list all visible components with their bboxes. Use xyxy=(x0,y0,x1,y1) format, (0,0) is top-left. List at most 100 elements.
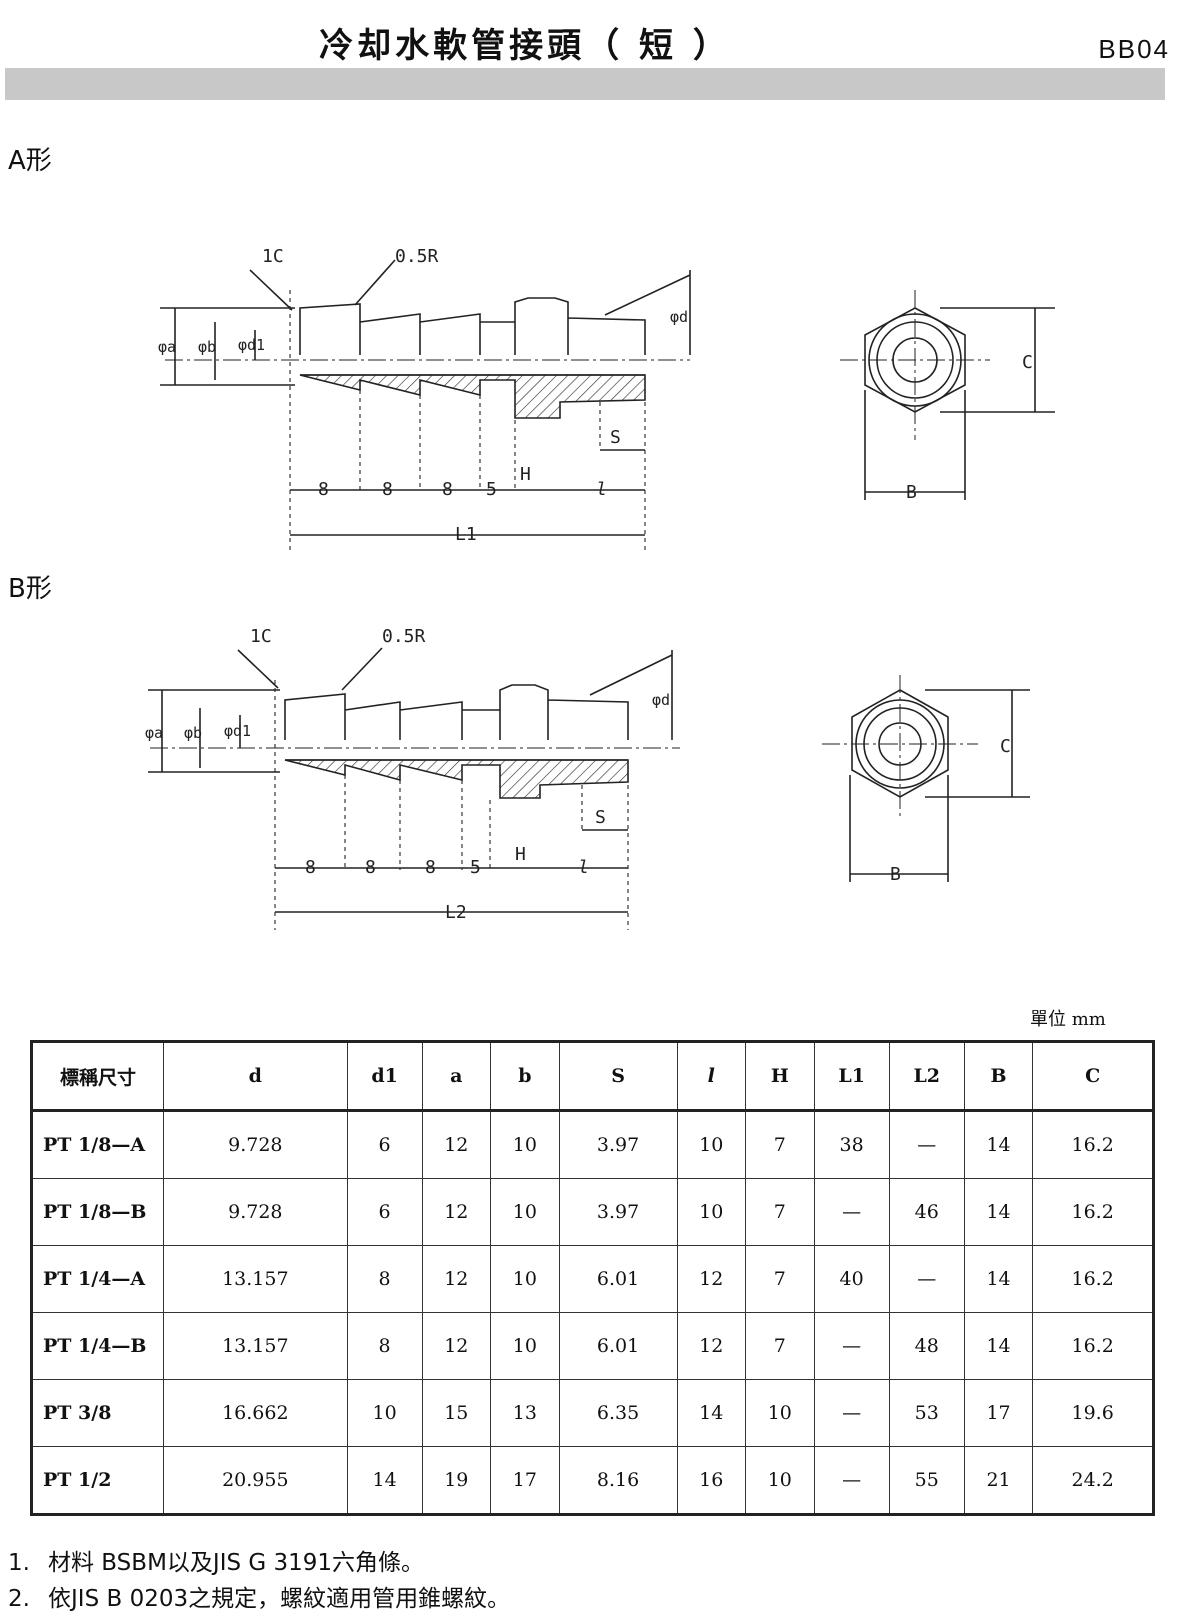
table-cell: 10 xyxy=(745,1446,815,1515)
table-cell: 13.157 xyxy=(163,1312,348,1380)
label-hex-width: B xyxy=(890,864,901,885)
note-text: 材料 BSBM以及JIS G 3191六角條。 xyxy=(48,1550,425,1576)
table-cell: 21 xyxy=(963,1446,1034,1515)
note-item: 1. 材料 BSBM以及JIS G 3191六角條。 xyxy=(8,1545,510,1581)
note-text: 依JIS B 0203之規定，螺紋適用管用錐螺紋。 xyxy=(48,1586,511,1612)
label-dia-b: φb xyxy=(198,338,216,356)
table-cell: 7 xyxy=(745,1312,815,1380)
table-cell: 10 xyxy=(676,1110,747,1179)
dim-3: 8 xyxy=(425,857,436,878)
document-code: BB04 xyxy=(1098,34,1170,64)
table-cell: 12 xyxy=(421,1178,492,1246)
table-cell: 14 xyxy=(963,1178,1034,1246)
col-s: S xyxy=(558,1041,678,1112)
label-dia-d1: φd1 xyxy=(224,722,251,740)
cell-nominal-size: PT 3/8 xyxy=(31,1379,164,1447)
label-total-length: L2 xyxy=(445,902,467,923)
table-cell: 12 xyxy=(421,1245,492,1313)
note-number: 1. xyxy=(8,1550,30,1576)
dim-1: 8 xyxy=(318,479,329,500)
header-bar xyxy=(5,68,1165,100)
hex-end-view xyxy=(840,290,1055,500)
table-cell: 10 xyxy=(676,1178,747,1246)
hex-end-view xyxy=(822,675,1030,882)
label-radius: 0.5R xyxy=(395,246,439,267)
label-chamfer: 1C xyxy=(250,626,272,647)
table-cell: — xyxy=(888,1110,965,1179)
section-hatch xyxy=(284,759,629,799)
drawing-b: 1C 0.5R φa φb φd1 φd S H 8 8 8 5 l L2 C … xyxy=(145,626,1030,930)
table-cell: 38 xyxy=(813,1110,890,1179)
col-b: b xyxy=(490,1041,560,1112)
table-cell: 12 xyxy=(421,1110,492,1179)
cell-nominal-size: PT 1/8—B xyxy=(31,1178,164,1246)
table-cell: 14 xyxy=(963,1245,1034,1313)
label-total-length: L1 xyxy=(455,524,477,545)
table-cell: 16.2 xyxy=(1032,1245,1154,1313)
table-cell: 13 xyxy=(490,1379,560,1447)
table-cell: 55 xyxy=(888,1446,965,1515)
table-cell: 7 xyxy=(745,1178,815,1246)
table-cell: 14 xyxy=(676,1379,747,1447)
table-cell: — xyxy=(813,1312,890,1380)
table-cell: 19.6 xyxy=(1032,1379,1154,1447)
table-cell: 17 xyxy=(963,1379,1034,1447)
table-cell: 46 xyxy=(888,1178,965,1246)
table-cell: 12 xyxy=(676,1245,747,1313)
table-cell: 10 xyxy=(346,1379,423,1447)
label-hex-width: B xyxy=(906,482,917,503)
table-cell: 16.662 xyxy=(163,1379,348,1447)
dim-4: 5 xyxy=(486,479,497,500)
label-radius: 0.5R xyxy=(382,626,426,647)
table-cell: 9.728 xyxy=(163,1178,348,1246)
label-dia-d1: φd1 xyxy=(238,336,265,354)
table-cell: 6.35 xyxy=(558,1379,678,1447)
label-c: C xyxy=(1022,352,1033,373)
table-cell: 16.2 xyxy=(1032,1312,1154,1380)
table-cell: 17 xyxy=(490,1446,560,1515)
table-cell: 6 xyxy=(346,1110,423,1179)
table-cell: 6 xyxy=(346,1178,423,1246)
label-chamfer: 1C xyxy=(262,246,284,267)
table-cell: 19 xyxy=(421,1446,492,1515)
col-h: H xyxy=(745,1041,815,1112)
dim-3: 8 xyxy=(442,479,453,500)
table-cell: 15 xyxy=(421,1379,492,1447)
table-cell: 16.2 xyxy=(1032,1178,1154,1246)
label-dia-d: φd xyxy=(652,691,670,709)
table-cell: 40 xyxy=(813,1245,890,1313)
dim-4: 5 xyxy=(470,857,481,878)
table-cell: 6.01 xyxy=(558,1312,678,1380)
table-cell: 10 xyxy=(490,1245,560,1313)
col-hex-b: B xyxy=(963,1041,1034,1112)
section-a-label: A形 xyxy=(8,146,52,176)
section-b-label: B形 xyxy=(8,574,52,604)
table-cell: 12 xyxy=(676,1312,747,1380)
cell-nominal-size: PT 1/4—B xyxy=(31,1312,164,1380)
table-cell: 8 xyxy=(346,1312,423,1380)
col-c: C xyxy=(1032,1041,1154,1112)
table-cell: — xyxy=(813,1446,890,1515)
table-cell: 10 xyxy=(490,1178,560,1246)
dim-1: 8 xyxy=(305,857,316,878)
col-l1: L1 xyxy=(813,1041,890,1112)
table-cell: 48 xyxy=(888,1312,965,1380)
label-s: S xyxy=(610,427,621,448)
table-cell: 12 xyxy=(421,1312,492,1380)
dim-2: 8 xyxy=(382,479,393,500)
dim-l: l xyxy=(596,479,607,500)
page-title: 冷却水軟管接頭（ 短 ） xyxy=(319,26,731,66)
notes: 1. 材料 BSBM以及JIS G 3191六角條。 2. 依JIS B 0203之… xyxy=(8,1545,510,1617)
table-cell: 7 xyxy=(745,1245,815,1313)
table-cell: 53 xyxy=(888,1379,965,1447)
col-nominal-size: 標稱尺寸 xyxy=(31,1041,164,1112)
table-cell: 10 xyxy=(745,1379,815,1447)
table-cell: — xyxy=(813,1379,890,1447)
cell-nominal-size: PT 1/8—A xyxy=(31,1110,164,1179)
label-h: H xyxy=(515,844,526,865)
note-number: 2. xyxy=(8,1586,30,1612)
table-cell: 3.97 xyxy=(558,1178,678,1246)
